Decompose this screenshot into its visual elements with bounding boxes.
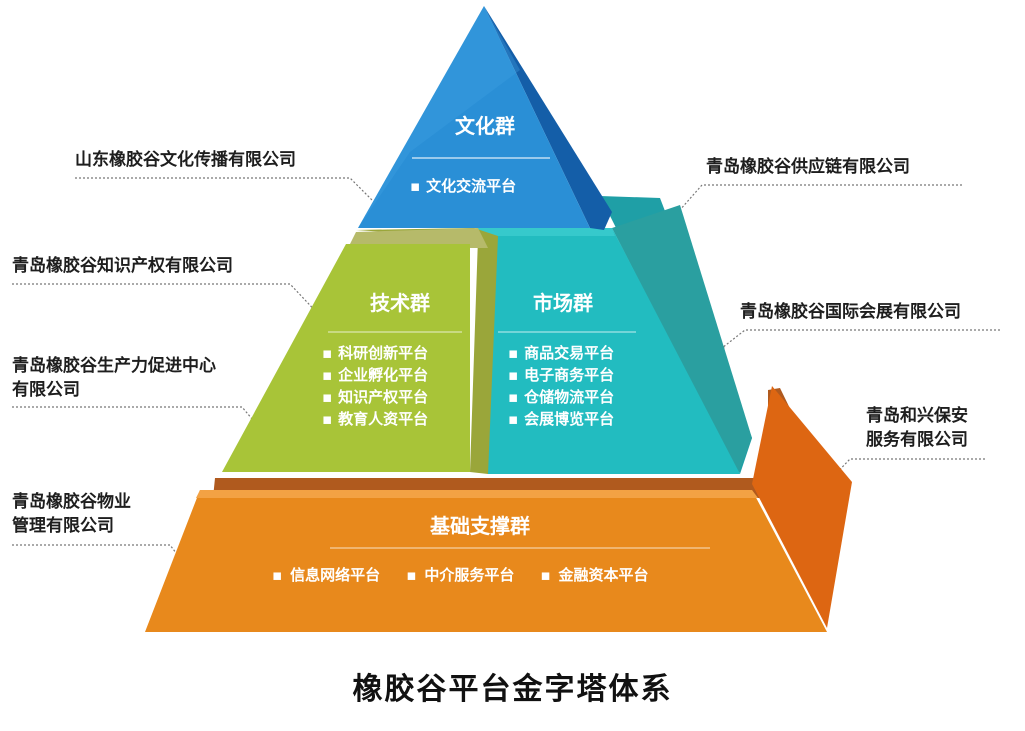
company-name-line: 管理有限公司 xyxy=(12,516,114,536)
platform-item: 电子商务平台 xyxy=(508,364,614,386)
connector-left-4 xyxy=(12,544,187,567)
platform-item: 教育人资平台 xyxy=(322,408,428,430)
company-name-line: 青岛橡胶谷物业 xyxy=(12,492,131,512)
platform-item: 企业孵化平台 xyxy=(322,364,428,386)
company-name-line: 服务有限公司 xyxy=(866,430,968,450)
platform-item: 知识产权平台 xyxy=(322,386,428,408)
platform-item: 信息网络平台 xyxy=(272,564,380,585)
connector-left-3 xyxy=(12,406,259,427)
company-name-line: 青岛橡胶谷供应链有限公司 xyxy=(706,157,910,177)
diagram-caption: 橡胶谷平台金字塔体系 xyxy=(352,672,673,707)
tier-culture-title: 文化群 xyxy=(455,114,515,138)
company-label-right-2: 青岛橡胶谷国际会展有限公司 xyxy=(740,300,961,324)
company-name-line: 青岛橡胶谷生产力促进中心 xyxy=(12,356,216,376)
company-name-line: 山东橡胶谷文化传播有限公司 xyxy=(75,150,296,170)
company-label-left-4: 青岛橡胶谷物业管理有限公司 xyxy=(12,490,131,538)
tier-market-items: 商品交易平台电子商务平台仓储物流平台会展博览平台 xyxy=(508,342,614,430)
tier-market-shape xyxy=(478,196,752,474)
company-label-left-2: 青岛橡胶谷知识产权有限公司 xyxy=(12,254,233,278)
connector-left-1 xyxy=(75,177,381,209)
tier-foundation-shape xyxy=(145,386,852,632)
tier-tech-items: 科研创新平台企业孵化平台知识产权平台教育人资平台 xyxy=(322,342,428,430)
tier-culture-shape xyxy=(358,6,612,230)
connector-left-2 xyxy=(12,283,323,319)
company-name-line: 青岛和兴保安 xyxy=(866,406,968,426)
company-name-line: 青岛橡胶谷国际会展有限公司 xyxy=(740,302,961,322)
connector-lines xyxy=(12,177,1000,567)
tier-tech-title: 技术群 xyxy=(370,291,430,315)
connector-right-1 xyxy=(647,184,962,247)
platform-item: 中介服务平台 xyxy=(406,564,514,585)
platform-item: 仓储物流平台 xyxy=(508,386,614,408)
company-label-right-1: 青岛橡胶谷供应链有限公司 xyxy=(706,155,910,179)
tier-foundation-items: 信息网络平台 中介服务平台 金融资本平台 xyxy=(272,564,649,585)
platform-item: 文化交流平台 xyxy=(410,175,516,197)
tier-market-title: 市场群 xyxy=(533,291,593,315)
connector-right-2 xyxy=(721,329,1000,349)
company-label-left-1: 山东橡胶谷文化传播有限公司 xyxy=(75,148,296,172)
platform-item: 金融资本平台 xyxy=(540,564,649,585)
platform-item: 商品交易平台 xyxy=(508,342,614,364)
company-name-line: 青岛橡胶谷知识产权有限公司 xyxy=(12,256,233,276)
platform-item: 科研创新平台 xyxy=(322,342,428,364)
tier-dividers xyxy=(328,331,710,549)
tier-culture-items: 文化交流平台 xyxy=(410,175,516,197)
company-label-right-3: 青岛和兴保安服务有限公司 xyxy=(866,404,968,452)
connector-right-3 xyxy=(827,458,985,483)
company-name-line: 有限公司 xyxy=(12,380,80,400)
tier-foundation-title: 基础支撑群 xyxy=(430,514,530,538)
platform-item: 会展博览平台 xyxy=(508,408,614,430)
company-label-left-3: 青岛橡胶谷生产力促进中心有限公司 xyxy=(12,354,216,402)
